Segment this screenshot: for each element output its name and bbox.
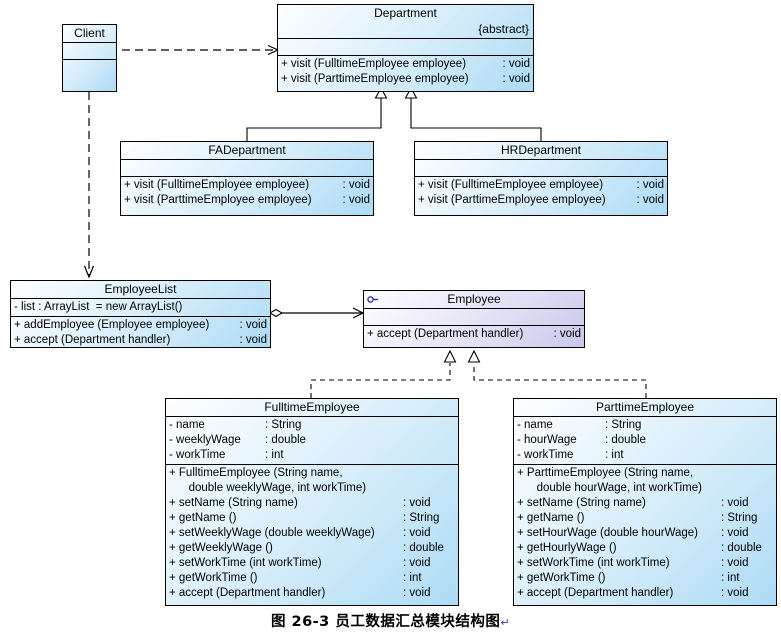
class-box-department[interactable]: Department {abstract} + visit (FulltimeE… [277, 4, 534, 92]
operation-row: + visit (ParttimeEmployee employee) : vo… [281, 73, 530, 85]
line-fadepartment-department [246, 86, 388, 141]
class-title-fadepartment: FADepartment [121, 142, 373, 160]
operation-row: + getName () : String [517, 512, 758, 524]
class-name-client: Client [74, 26, 105, 40]
constructor-line: double hourWage, int workTime) [527, 482, 702, 494]
operation-row: + accept (Department handler) : void [517, 587, 749, 599]
class-title-fulltimeemployee: FulltimeEmployee [166, 399, 458, 417]
operation-row: + visit (FulltimeEmployee employee) : vo… [124, 179, 370, 191]
class-title-department: Department [278, 5, 533, 21]
class-title-parttimeemployee: ParttimeEmployee [514, 399, 776, 417]
line-employeelist-employee [268, 307, 365, 319]
operations-compartment-parttimeemployee: + ParttimeEmployee (String name, double … [514, 465, 776, 602]
operation-row: + setWorkTime (int workTime) : void [517, 557, 749, 569]
operation-row: + accept (Department handler) : void [367, 328, 581, 340]
attribute-row: - hourWage : double [517, 434, 646, 446]
class-box-client[interactable]: Client [62, 24, 117, 92]
operations-compartment-client [63, 60, 116, 77]
class-title-client: Client [63, 25, 116, 43]
constructor-line: + FulltimeEmployee (String name, [169, 467, 343, 479]
operation-row: + setWeeklyWage (double weeklyWage) : vo… [169, 527, 431, 539]
interface-lollipop-icon [367, 296, 378, 303]
operation-row: + getName () : String [169, 512, 440, 524]
interface-box-employee[interactable]: Employee + accept (Department handler) :… [363, 290, 585, 348]
class-box-parttimeemployee[interactable]: ParttimeEmployee - name : String - hourW… [513, 398, 777, 606]
operations-compartment-employeelist: + addEmployee (Employee employee) : void… [11, 317, 270, 349]
operation-row: + getWorkTime () : int [517, 572, 740, 584]
figure-caption-text: 图 26-3 员工数据汇总模块结构图 [270, 614, 501, 630]
operation-row: + getWeeklyWage () : double [169, 542, 444, 554]
class-name-department: Department [374, 6, 437, 20]
constructor-line: double weeklyWage, int workTime) [179, 482, 367, 494]
operation-row: + getHourlyWage () : double [517, 542, 762, 554]
interface-title-employee: Employee [364, 291, 584, 309]
attributes-compartment-fadepartment [121, 160, 373, 177]
operation-row: + setHourWage (double hourWage) : void [517, 527, 749, 539]
class-title-employeelist: EmployeeList [11, 281, 270, 299]
operation-row: + accept (Department handler) : void [169, 587, 431, 599]
attribute-row: - workTime : int [169, 449, 284, 461]
operation-row: + accept (Department handler) : void [14, 334, 267, 346]
class-box-fulltimeemployee[interactable]: FulltimeEmployee - name : String - weekl… [165, 398, 459, 606]
class-stereotype-department: {abstract} [278, 21, 533, 39]
class-box-fadepartment[interactable]: FADepartment + visit (FulltimeEmployee e… [120, 141, 374, 216]
operation-row: + visit (ParttimeEmployee employee) : vo… [418, 194, 664, 206]
attributes-compartment-client [63, 43, 116, 60]
operation-row: + getWorkTime () : int [169, 572, 422, 584]
class-title-hrdepartment: HRDepartment [415, 142, 667, 160]
constructor-line: + ParttimeEmployee (String name, [517, 467, 694, 479]
line-fulltimeemployee-employee [310, 349, 457, 398]
figure-caption: 图 26-3 员工数据汇总模块结构图↵ [0, 610, 781, 631]
operations-compartment-fadepartment: + visit (FulltimeEmployee employee) : vo… [121, 177, 373, 209]
operations-compartment-department: + visit (FulltimeEmployee employee) : vo… [278, 56, 533, 88]
attributes-compartment-hrdepartment [415, 160, 667, 177]
class-name-hrdepartment: HRDepartment [500, 143, 582, 157]
line-parttimeemployee-employee [467, 349, 647, 398]
attribute-row: - name : String [517, 419, 642, 431]
operations-compartment-hrdepartment: + visit (FulltimeEmployee employee) : vo… [415, 177, 667, 209]
paragraph-mark: ↵ [500, 616, 511, 629]
line-hrdepartment-department [404, 86, 542, 141]
operation-row: + setName (String name) : void [169, 497, 431, 509]
operations-compartment-fulltimeemployee: + FulltimeEmployee (String name, double … [166, 465, 458, 602]
attribute-row: - weeklyWage : double [169, 434, 306, 446]
operation-row: + addEmployee (Employee employee) : void [14, 319, 267, 331]
operation-row: + visit (FulltimeEmployee employee) : vo… [418, 179, 664, 191]
operation-row: + visit (ParttimeEmployee employee) : vo… [124, 194, 370, 206]
attributes-compartment-department [278, 39, 533, 56]
line-client-employeelist [83, 92, 95, 279]
class-name-employeelist: EmployeeList [104, 282, 177, 296]
attribute-row: - workTime : int [517, 449, 624, 461]
operation-row: + setWorkTime (int workTime) : void [169, 557, 431, 569]
interface-name-employee: Employee [447, 292, 501, 306]
operation-row: + setName (String name) : void [517, 497, 749, 509]
class-name-fadepartment: FADepartment [208, 143, 286, 157]
attribute-row: - list : ArrayList = new ArrayList() [14, 301, 183, 313]
operation-row: + visit (FulltimeEmployee employee) : vo… [281, 58, 530, 70]
line-client-department [122, 44, 280, 56]
class-box-hrdepartment[interactable]: HRDepartment + visit (FulltimeEmployee e… [414, 141, 668, 216]
class-box-employeelist[interactable]: EmployeeList - list : ArrayList = new Ar… [10, 280, 271, 348]
class-name-fulltimeemployee: FulltimeEmployee [264, 400, 360, 414]
attributes-compartment-parttimeemployee: - name : String - hourWage : double - wo… [514, 417, 776, 465]
operations-compartment-employee: + accept (Department handler) : void [364, 326, 584, 343]
class-name-parttimeemployee: ParttimeEmployee [595, 400, 695, 414]
attribute-row: - name : String [169, 419, 302, 431]
attributes-compartment-employeelist: - list : ArrayList = new ArrayList() [11, 299, 270, 317]
attributes-compartment-fulltimeemployee: - name : String - weeklyWage : double - … [166, 417, 458, 465]
attributes-compartment-employee [364, 309, 584, 326]
